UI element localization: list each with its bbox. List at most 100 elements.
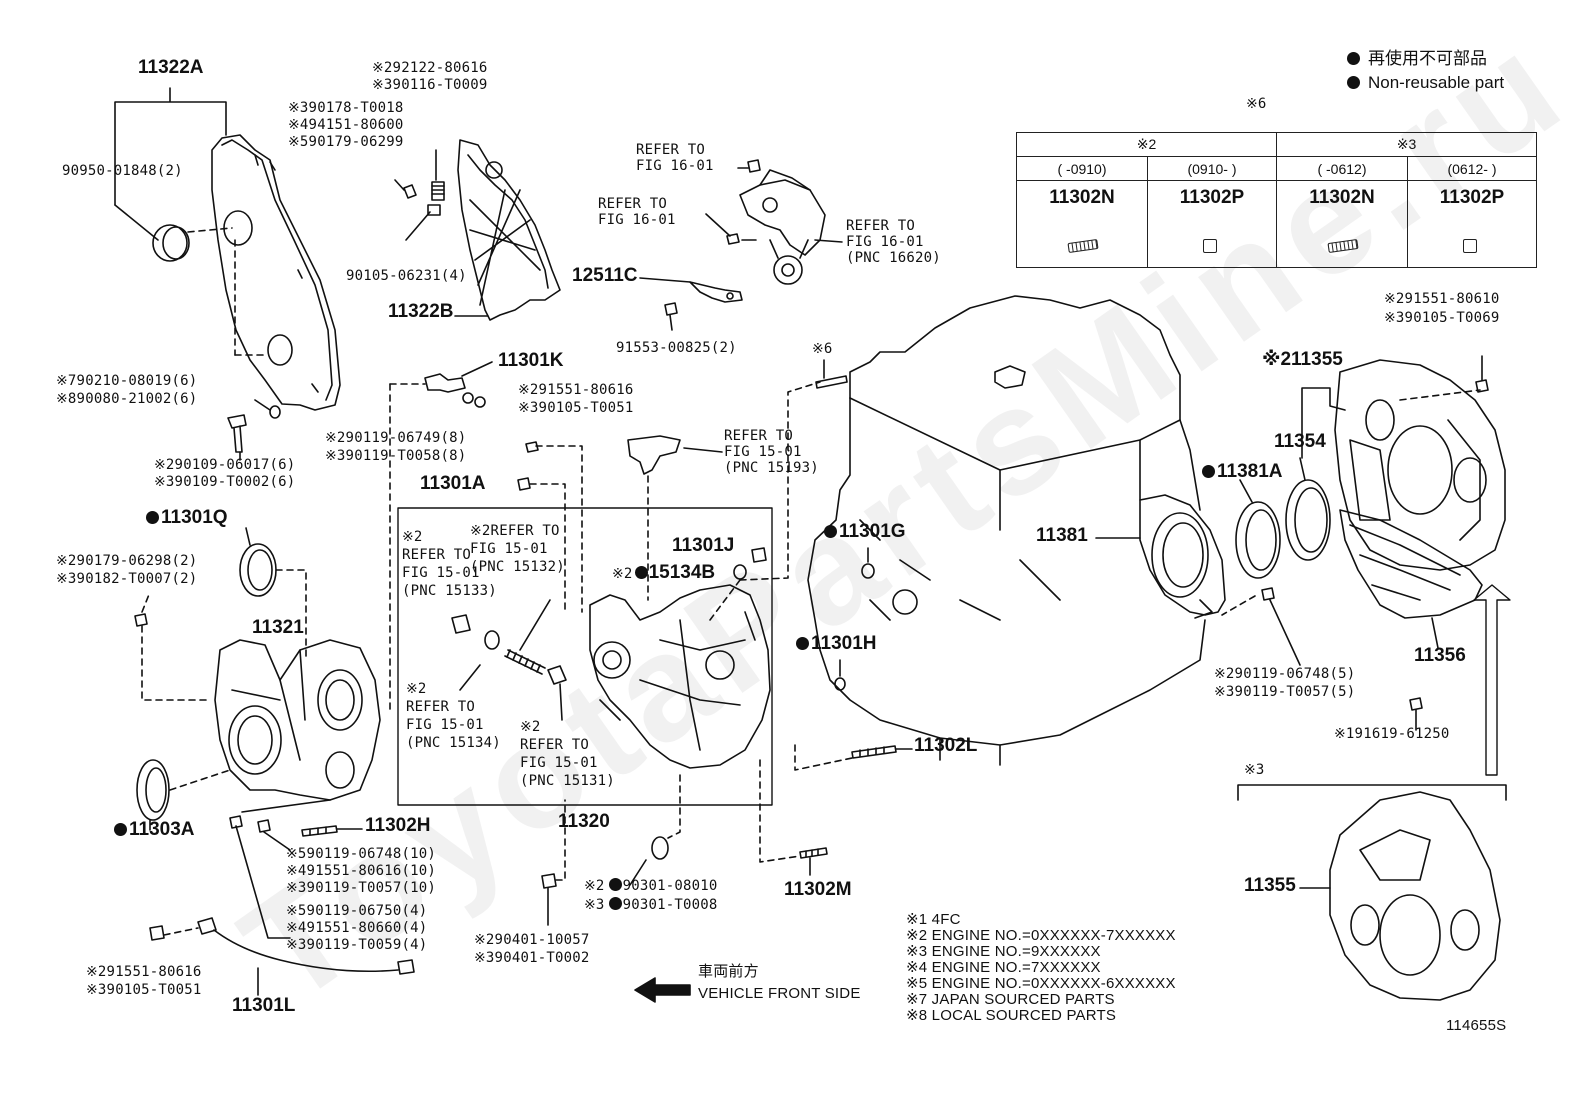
bolt-590119[interactable] <box>229 815 243 829</box>
plug-15133[interactable] <box>451 614 471 634</box>
part-label[interactable]: 11302H <box>365 815 431 836</box>
part-label[interactable]: 11301K <box>498 350 564 371</box>
table-part-number[interactable]: 11302P <box>1439 187 1505 208</box>
part-number[interactable]: 11303A <box>129 819 195 840</box>
table-part[interactable]: 11302N <box>1275 180 1409 268</box>
part-label[interactable]: ※491551-80660(4) <box>286 920 428 936</box>
part-label[interactable]: ※390119-T0058(8) <box>325 448 467 464</box>
cover-11356[interactable] <box>1339 509 1483 619</box>
oil-seal-11381A[interactable] <box>1235 501 1281 579</box>
part-label-nonreusable[interactable]: 11303A <box>114 819 195 840</box>
part-number[interactable]: 90301-08010 <box>622 878 718 894</box>
part-number[interactable]: 11301G <box>839 521 906 542</box>
reference-note[interactable]: REFER TO FIG 15-01 (PNC 15193) <box>724 428 819 476</box>
stud-11302M[interactable] <box>799 847 828 859</box>
part-label[interactable]: 90950-01848(2) <box>62 163 183 179</box>
part-label[interactable]: ※390119-T0059(4) <box>286 937 428 953</box>
table-part[interactable]: 11302P <box>1147 180 1277 268</box>
part-label[interactable]: ※291551-80616 <box>86 964 202 980</box>
washer-15134[interactable] <box>484 630 500 650</box>
part-label[interactable]: 11381 <box>1036 525 1088 546</box>
part-label[interactable]: 11322A <box>138 57 204 78</box>
part-label[interactable]: ※390182-T0007(2) <box>56 571 198 587</box>
part-label[interactable]: ※790210-08019(6) <box>56 373 198 389</box>
grommet-90950[interactable] <box>152 224 190 262</box>
bolt-290119a[interactable] <box>525 441 539 453</box>
part-label[interactable]: ※590119-06748(10) <box>286 846 436 862</box>
part-label[interactable]: ※390105-T0069 <box>1384 310 1500 326</box>
timing-belt-cover-upper[interactable] <box>211 134 341 411</box>
part-label[interactable]: ※390105-T0051 <box>518 400 634 416</box>
part-number[interactable]: 11381A <box>1217 461 1283 482</box>
part-label[interactable]: 11301A <box>420 473 486 494</box>
part-label[interactable]: ※390116-T0009 <box>372 77 488 93</box>
spring-15132[interactable] <box>504 649 546 675</box>
bolt-91553[interactable] <box>664 302 678 316</box>
spacer-11354[interactable] <box>1285 479 1331 561</box>
sensor-11301L[interactable] <box>149 917 415 975</box>
sensor-11301K[interactable] <box>424 373 486 408</box>
part-number[interactable]: 11301Q <box>161 507 228 528</box>
part-label[interactable]: ※290109-06017(6) <box>154 457 296 473</box>
part-label[interactable]: 12511C <box>572 265 638 286</box>
bolt-90109[interactable] <box>227 414 247 453</box>
part-label[interactable]: ※890080-21002(6) <box>56 391 198 407</box>
part-label[interactable]: ※390401-T0002 <box>474 950 590 966</box>
reference-note[interactable]: REFER TO FIG 16-01 <box>598 196 676 228</box>
nut-390178[interactable] <box>403 184 417 199</box>
part-label[interactable]: ※290179-06298(2) <box>56 553 198 569</box>
reference-note[interactable]: ※2 REFER TO FIG 15-01 (PNC 15133) <box>402 529 497 599</box>
bolt-11301J[interactable] <box>751 547 767 563</box>
part-label[interactable]: ※291551-80610 <box>1384 291 1500 307</box>
part-label-nonreusable[interactable]: 11301H <box>796 633 877 654</box>
part-label[interactable]: 11301J <box>672 535 735 556</box>
part-label[interactable]: 11321 <box>252 617 304 638</box>
part-label[interactable]: ※292122-80616 <box>372 60 488 76</box>
bolt-290119b[interactable] <box>1261 587 1275 601</box>
part-label-nonreusable[interactable]: 11381A <box>1202 461 1283 482</box>
timing-cover-plate-11322B[interactable] <box>457 139 561 321</box>
part-number[interactable]: 11301H <box>811 633 877 654</box>
oil-seal-11301Q[interactable] <box>239 543 277 597</box>
seal-retainer-11381[interactable] <box>1139 494 1226 619</box>
part-label[interactable]: 11320 <box>558 811 610 832</box>
end-plate-11355-variant[interactable] <box>1329 791 1501 1001</box>
bolt-290179[interactable] <box>134 613 148 627</box>
stud-11302H[interactable] <box>301 825 338 837</box>
oring-90301[interactable] <box>651 836 669 860</box>
bolt-idler-left[interactable] <box>726 233 740 245</box>
part-label[interactable]: 11355 <box>1244 875 1296 896</box>
table-part-number[interactable]: 11302N <box>1049 187 1115 208</box>
table-part[interactable]: 11302P <box>1407 180 1537 268</box>
table-part-number[interactable]: 11302N <box>1309 187 1375 208</box>
part-label[interactable]: ※390105-T0051 <box>86 982 202 998</box>
gasket-15193[interactable] <box>627 435 681 475</box>
part-label[interactable]: 11322B <box>388 301 454 322</box>
bolt-idler-top[interactable] <box>747 159 761 173</box>
part-label[interactable]: ※211355 <box>1262 349 1343 370</box>
part-label[interactable]: ※590179-06299 <box>288 134 404 150</box>
valve-15131[interactable] <box>547 665 567 685</box>
oil-seal-11303A[interactable] <box>136 759 170 821</box>
part-label[interactable]: 11302L <box>914 735 978 756</box>
bolt-191619[interactable] <box>1409 697 1423 711</box>
table-part[interactable]: 11302N <box>1015 180 1149 268</box>
part-label-nonreusable[interactable]: 11301Q <box>146 507 228 528</box>
timing-case-11321[interactable] <box>214 639 381 801</box>
part-label[interactable]: ※390119-T0057(10) <box>286 880 436 896</box>
part-label[interactable]: 11356 <box>1414 645 1466 666</box>
bolt-291551c[interactable] <box>1475 379 1489 393</box>
part-label[interactable]: ※494151-80600 <box>288 117 404 133</box>
part-number[interactable]: 90301-T0008 <box>622 897 718 913</box>
end-plate-11355[interactable] <box>1334 359 1506 571</box>
reference-note[interactable]: REFER TO FIG 16-01 (PNC 16620) <box>846 218 941 266</box>
bracket-12511C[interactable] <box>689 281 743 303</box>
washer-90210[interactable] <box>269 405 281 419</box>
part-label[interactable]: ※290401-10057 <box>474 932 590 948</box>
part-label[interactable]: ※290119-06748(5) <box>1214 666 1356 682</box>
part-label[interactable]: 91553-00825(2) <box>616 340 737 356</box>
bolt-90105[interactable] <box>427 204 441 216</box>
stud-292122[interactable] <box>431 181 445 201</box>
